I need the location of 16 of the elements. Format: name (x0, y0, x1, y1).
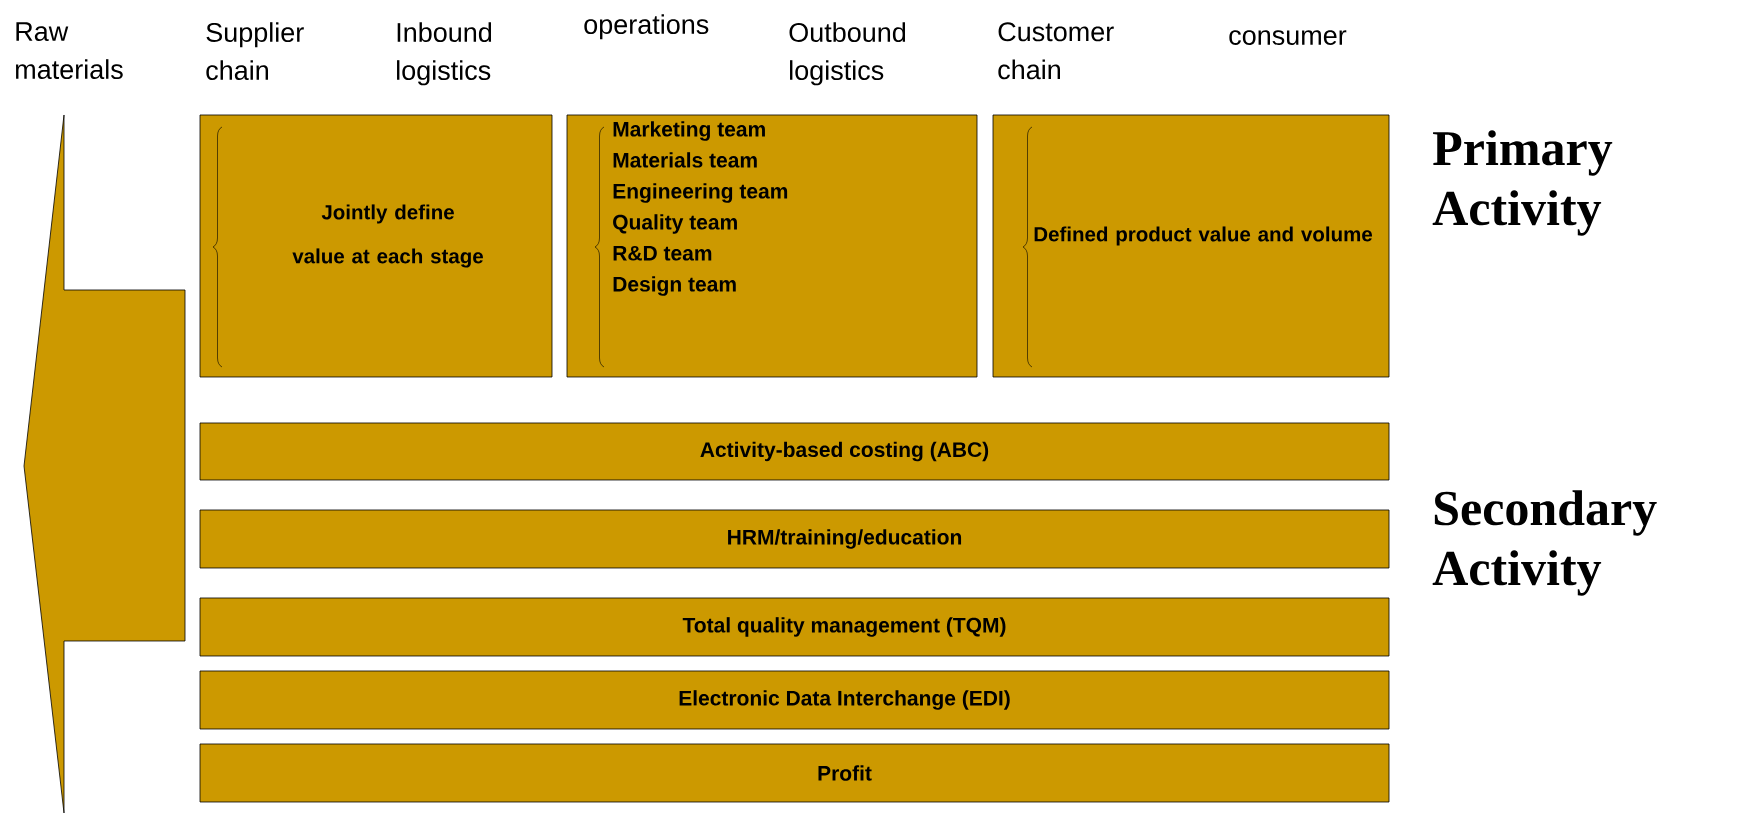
activity-bar: Profit (199, 743, 1390, 803)
activity-box: Marketing team Materials team Engineering team Quality team R&D team Design team (566, 114, 978, 378)
column-heading: Outbound logistics (789, 22, 906, 86)
column-heading: operations (584, 14, 709, 40)
activity-box: Defined product value and volume (992, 114, 1390, 378)
activity-bar: HRM/training/education (199, 509, 1390, 569)
column-heading: Customer chain (998, 22, 1114, 80)
column-heading: Supplier chain (206, 22, 304, 81)
activity-bar: Activity-based costing (ABC) (199, 422, 1390, 481)
activity-box: Jointly define value at each stage (199, 114, 553, 378)
column-heading: Raw materials (16, 22, 123, 80)
activity-bar: Electronic Data Interchange (EDI) (199, 670, 1390, 730)
column-heading: Inbound logistics (397, 22, 492, 86)
activity-bar: Total quality management (TQM) (199, 597, 1390, 657)
section-heading: Secondary Activity (1432, 490, 1657, 596)
column-heading: consumer (1229, 30, 1347, 45)
